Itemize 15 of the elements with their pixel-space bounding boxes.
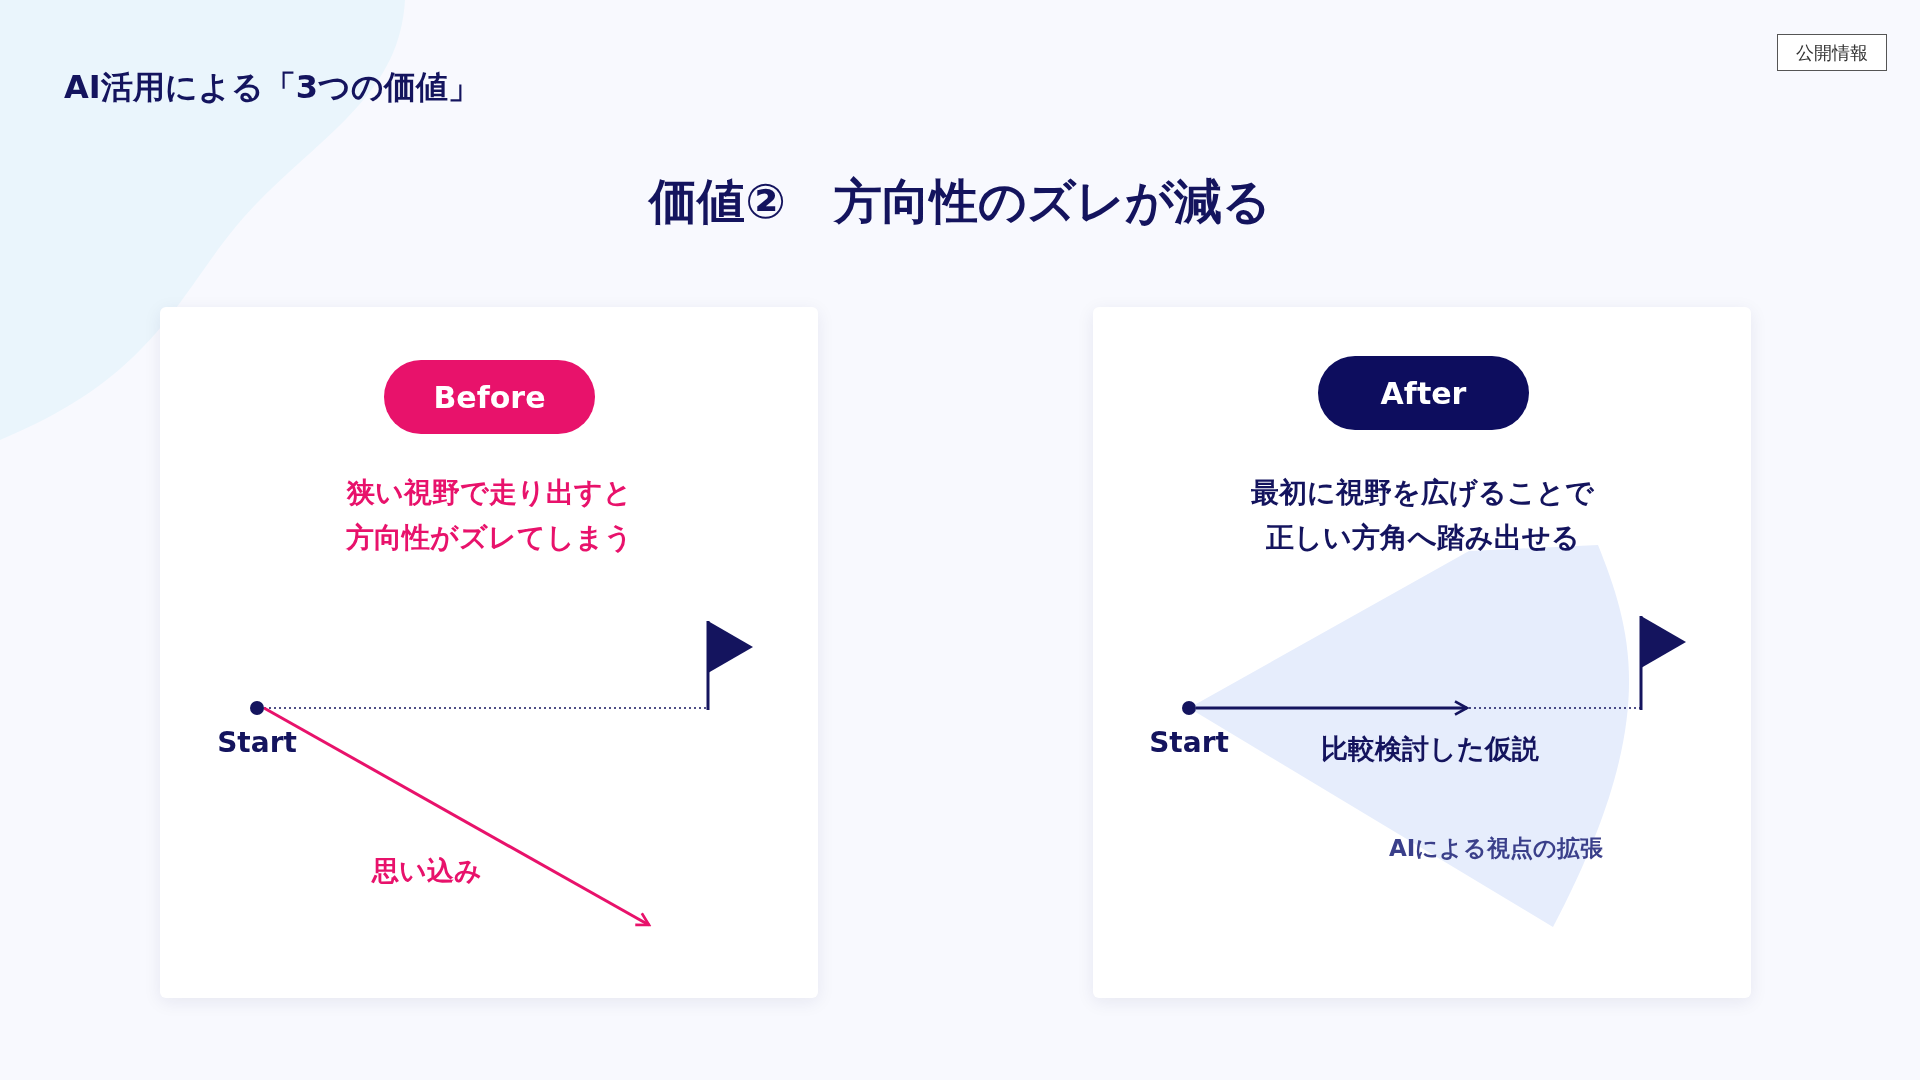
- classification-badge: 公開情報: [1777, 34, 1887, 71]
- start-label: Start: [217, 726, 297, 759]
- edge-label: 比較検討した仮説: [1321, 732, 1539, 766]
- arrow: [1196, 700, 1469, 716]
- description-text: 狭い視野で走り出すと方向性がズレてしまう: [344, 475, 634, 556]
- dotted-line: [1468, 707, 1642, 709]
- label-pill: After: [1318, 356, 1529, 430]
- slide-heading: 価値② 方向性のズレが減る: [647, 172, 1272, 231]
- label-pill: Before: [384, 360, 595, 434]
- section-title: AI活用による「3つの価値」: [64, 67, 480, 108]
- description-text: 最初に視野を広げることで正しい方角へ踏み出せる: [1250, 475, 1595, 556]
- fan-label: AIによる視点の拡張: [1389, 834, 1604, 863]
- start-label: Start: [1149, 726, 1229, 759]
- arrow: [263, 706, 651, 927]
- edge-label: 思い込み: [372, 854, 482, 888]
